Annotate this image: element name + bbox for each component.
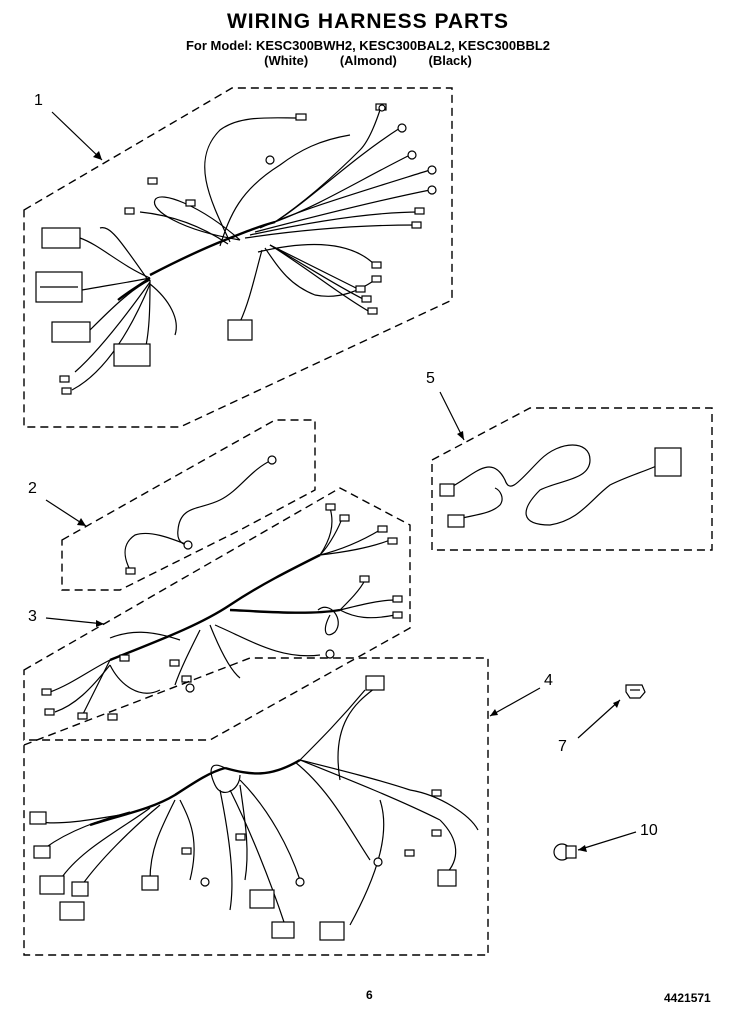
harness-part-1: [23, 87, 453, 428]
model-numbers: For Model: KESC300BWH2, KESC300BAL2, KES…: [185, 38, 551, 53]
harness-part-5: [431, 407, 713, 551]
callout-10: 10: [640, 822, 658, 839]
diagram-title: WIRING HARNESS PARTS: [226, 10, 510, 33]
callout-4: 4: [544, 672, 553, 689]
harness-part-4: [23, 657, 489, 956]
leader-lines: [45, 111, 637, 852]
clip-part-7: [625, 684, 646, 699]
finish-white: (White): [264, 53, 309, 68]
harness-part-2: [61, 419, 316, 591]
callout-5: 5: [426, 370, 435, 387]
finish-black: (Black): [428, 53, 472, 68]
callout-1: 1: [34, 92, 43, 109]
callout-7: 7: [558, 738, 567, 755]
callout-2: 2: [28, 480, 37, 497]
finish-almond: (Almond): [339, 53, 397, 68]
document-number: 4421571: [664, 991, 711, 1005]
harness-part-3: [23, 487, 411, 741]
finish-list: (White) (Almond) (Black): [0, 53, 736, 68]
callout-3: 3: [28, 608, 37, 625]
page-number: 6: [366, 988, 373, 1002]
grommet-part-10: [553, 843, 577, 861]
